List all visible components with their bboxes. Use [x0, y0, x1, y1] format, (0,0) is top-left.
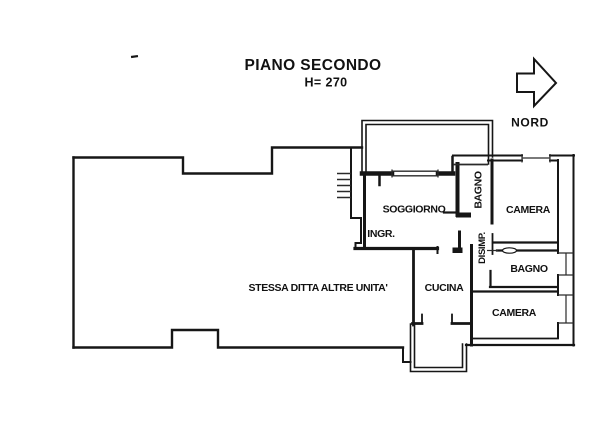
- room-label-camera-bottom: CAMERA: [492, 307, 537, 319]
- other-units-label: STESSA DITTA ALTRE UNITA': [249, 282, 388, 294]
- north-label: NORD: [511, 116, 549, 130]
- bagno-door-leaf: [501, 247, 518, 254]
- right-unit-partitions: [471, 158, 559, 293]
- room-label-bagno-top: BAGNO: [473, 171, 485, 209]
- balcony-bottom: [409, 323, 468, 373]
- room-label-soggiorno: SOGGIORNO: [383, 204, 446, 216]
- room-label-disimpegno: DISIMP.: [477, 232, 488, 264]
- right-unit-exterior: [452, 154, 576, 347]
- room-label-cucina: CUCINA: [425, 282, 464, 294]
- cucina-walls: [411, 244, 473, 347]
- balcony-top: [361, 119, 494, 174]
- room-label-ingresso: INGR.: [367, 228, 395, 240]
- entry-door-jamb: [452, 247, 463, 253]
- stray-mark: [130, 54, 139, 59]
- bagno-door-jamb: [456, 212, 471, 218]
- soggiorno-walls: [353, 155, 471, 254]
- left-unit-outline: [72, 146, 412, 363]
- floor-height-label: H= 270: [304, 76, 347, 90]
- room-label-bagno-mid: BAGNO: [510, 263, 548, 275]
- stair-ticks: [337, 172, 351, 199]
- page-title: PIANO SECONDO: [245, 57, 382, 74]
- room-label-camera-top: CAMERA: [506, 204, 551, 216]
- north-arrow-icon: [516, 56, 558, 109]
